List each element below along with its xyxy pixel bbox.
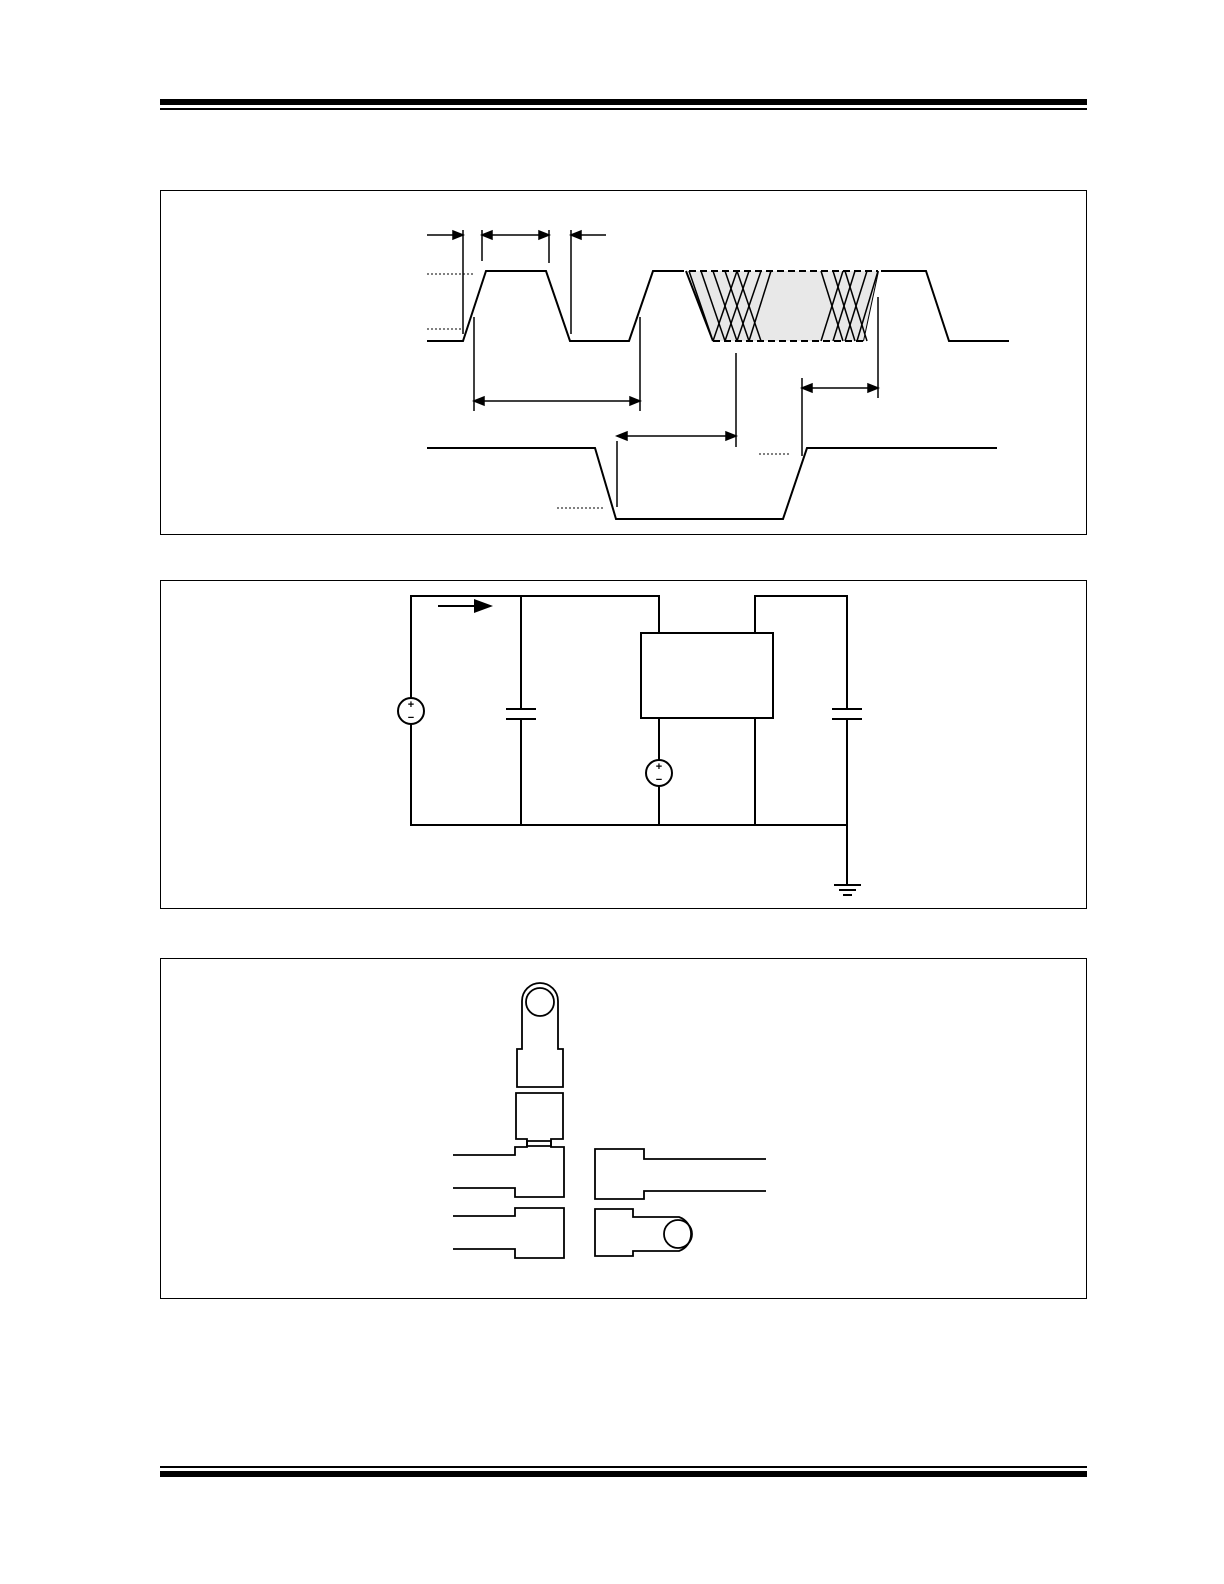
header-rule-thin — [160, 108, 1087, 110]
timing-diagram-svg — [427, 229, 1009, 520]
source-left-minus: − — [408, 712, 414, 724]
header-rule-thick — [160, 99, 1087, 105]
top-lead-hole-icon — [525, 987, 555, 1017]
select-waveform — [427, 447, 997, 520]
data-uncertainty-region — [689, 271, 878, 341]
voltage-source-mid — [645, 759, 673, 787]
package-outline-figure — [160, 958, 1087, 1299]
source-left-plus: + — [408, 699, 414, 711]
body-upper — [515, 1092, 564, 1147]
clock-waveform — [427, 270, 684, 342]
current-arrow — [474, 599, 493, 613]
test-circuit-figure: + − + − — [160, 580, 1087, 909]
right-pin-hole-icon — [663, 1219, 693, 1249]
package-outline-svg — [453, 982, 766, 1259]
device-under-test — [640, 632, 774, 719]
left-pin-1 — [453, 1140, 565, 1198]
footer-rule-thin — [160, 1466, 1087, 1468]
source-mid-plus: + — [656, 761, 662, 773]
left-pin-2 — [453, 1207, 565, 1259]
right-pin-2 — [594, 1208, 692, 1257]
clock-waveform-end — [881, 270, 1009, 342]
ground-icon — [834, 884, 861, 896]
top-lead — [516, 982, 564, 1088]
source-mid-minus: − — [656, 774, 662, 786]
timing-diagram-figure — [160, 190, 1087, 535]
footer-rule-thick — [160, 1471, 1087, 1477]
test-circuit-svg: + − + − — [397, 595, 862, 896]
voltage-source-left — [397, 697, 425, 725]
right-pin-1 — [594, 1148, 766, 1200]
